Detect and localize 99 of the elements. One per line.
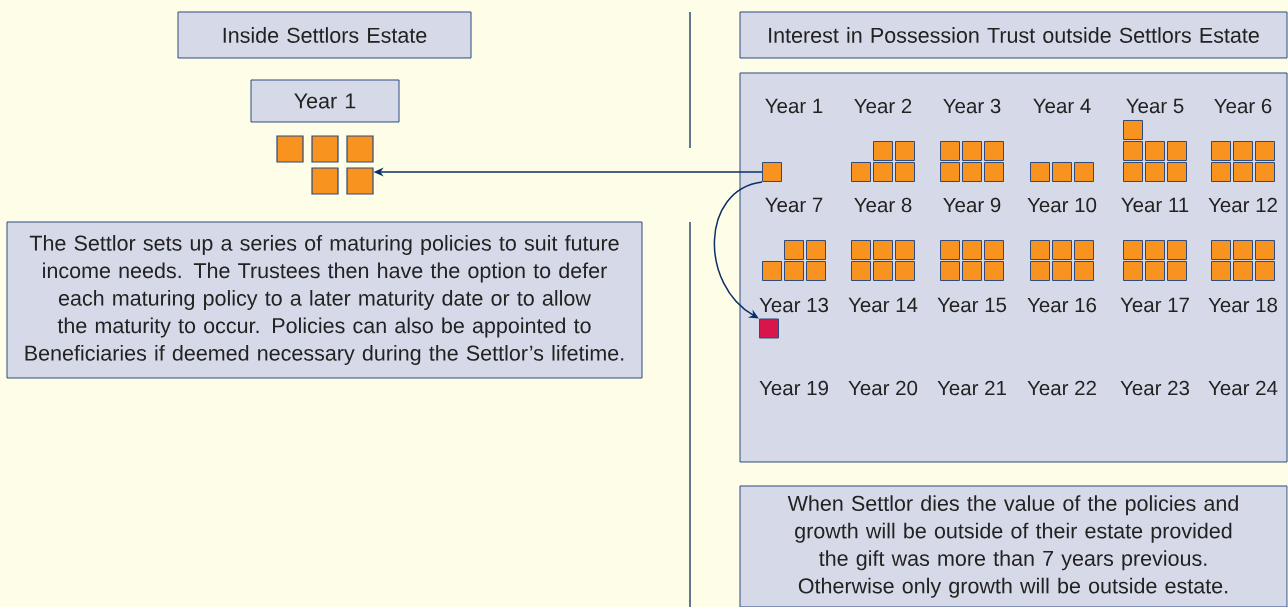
year-label: Year 15 <box>937 297 1007 313</box>
text-box: When Settlor dies the value of the policies and growth will be outside of their estate provided the gift was more than 7 years previous. Otherwise only growth will be outside estate. <box>739 485 1288 607</box>
policy-square <box>940 141 960 161</box>
policy-square <box>1123 141 1143 161</box>
policy-square <box>1052 261 1072 281</box>
year-label: Year 8 <box>854 197 912 213</box>
policy-square <box>895 162 915 182</box>
year-label: Year 19 <box>759 380 828 396</box>
policy-square <box>1255 261 1275 281</box>
policy-square <box>1167 162 1187 182</box>
year-label: Year 22 <box>1027 380 1096 396</box>
policy-square <box>762 162 782 182</box>
year-label: Year 21 <box>937 380 1006 396</box>
policy-square <box>1211 261 1231 281</box>
policy-square <box>1233 162 1253 182</box>
policy-square <box>851 162 871 182</box>
header-box: Inside Settlors Estate <box>177 11 472 59</box>
policy-square <box>962 240 982 260</box>
policy-square <box>1167 240 1187 260</box>
policy-square <box>962 162 982 182</box>
policy-square <box>346 167 374 195</box>
policy-square <box>1123 162 1143 182</box>
policy-square <box>940 162 960 182</box>
policy-square <box>1145 141 1165 161</box>
policy-square <box>276 135 304 163</box>
policy-square <box>851 240 871 260</box>
year-label: Year 23 <box>1120 380 1190 396</box>
policy-square <box>1167 141 1187 161</box>
policy-square <box>806 261 826 281</box>
policy-square <box>1233 141 1253 161</box>
policy-square <box>962 261 982 281</box>
text-box: The Settlor sets up a series of maturing policies to suit future income needs. The Trustees then have the option to defer each maturing policy to a later maturity date or to allow the maturity to occur. Policies can also be appointed to Beneficiaries if deemed necessary during the Settlor’s lifetime. <box>6 221 643 379</box>
policy-square <box>1255 240 1275 260</box>
year-label: Year 13 <box>759 297 829 313</box>
policy-square <box>1030 162 1050 182</box>
year-label: Year 18 <box>1208 297 1278 313</box>
policy-square <box>1145 240 1165 260</box>
policy-square <box>1074 261 1094 281</box>
year-label: Year 5 <box>1126 98 1184 114</box>
policy-square <box>346 135 374 163</box>
policy-square <box>873 261 893 281</box>
policy-square <box>895 261 915 281</box>
policy-square <box>759 318 779 339</box>
year-label: Year 11 <box>1121 197 1189 213</box>
year-label: Year 24 <box>1208 380 1278 396</box>
policy-square <box>873 162 893 182</box>
policy-square <box>873 141 893 161</box>
year-label: Year 6 <box>1214 98 1272 114</box>
policy-square <box>1211 141 1231 161</box>
policy-square <box>851 261 871 281</box>
policy-square <box>1145 261 1165 281</box>
policy-square <box>806 240 826 260</box>
policy-square <box>1030 261 1050 281</box>
policy-square <box>1030 240 1050 260</box>
year-label: Year 4 <box>1033 98 1091 114</box>
policy-square <box>984 240 1004 260</box>
policy-square <box>762 261 782 281</box>
policy-square <box>984 162 1004 182</box>
arrow <box>713 181 763 319</box>
policy-square <box>1123 261 1143 281</box>
policy-square <box>311 167 339 195</box>
year-label: Year 1 <box>765 98 823 114</box>
policy-square <box>984 141 1004 161</box>
policy-square <box>873 240 893 260</box>
year-label: Year 2 <box>854 98 912 114</box>
year-label: Year 20 <box>848 380 918 396</box>
policy-square <box>1255 141 1275 161</box>
policy-square <box>1255 162 1275 182</box>
policy-square <box>984 261 1004 281</box>
policy-square <box>1145 162 1165 182</box>
policy-square <box>784 261 804 281</box>
policy-square <box>895 141 915 161</box>
policy-square <box>895 240 915 260</box>
policy-square <box>1052 162 1072 182</box>
year-label: Year 3 <box>943 98 1001 114</box>
policy-square <box>1233 261 1253 281</box>
policy-square <box>1233 240 1253 260</box>
year-box: Year 1 <box>250 79 400 123</box>
policy-square <box>784 240 804 260</box>
year-label: Year 12 <box>1208 197 1277 213</box>
year-label: Year 7 <box>765 197 823 213</box>
policy-square <box>1074 240 1094 260</box>
year-label: Year 17 <box>1120 297 1189 313</box>
policy-square <box>940 240 960 260</box>
year-label: Year 10 <box>1027 197 1097 213</box>
policy-square <box>1211 162 1231 182</box>
policy-square <box>1211 240 1231 260</box>
policy-square <box>1123 120 1143 140</box>
policy-square <box>962 141 982 161</box>
policy-square <box>1074 162 1094 182</box>
year-label: Year 14 <box>848 297 918 313</box>
policy-square <box>1123 240 1143 260</box>
year-label: Year 16 <box>1027 297 1097 313</box>
policy-square <box>311 135 339 163</box>
year-label: Year 9 <box>943 197 1001 213</box>
policy-square <box>940 261 960 281</box>
policy-square <box>1052 240 1072 260</box>
header-box: Interest in Possession Trust outside Settlors Estate <box>739 11 1288 59</box>
policy-square <box>1167 261 1187 281</box>
